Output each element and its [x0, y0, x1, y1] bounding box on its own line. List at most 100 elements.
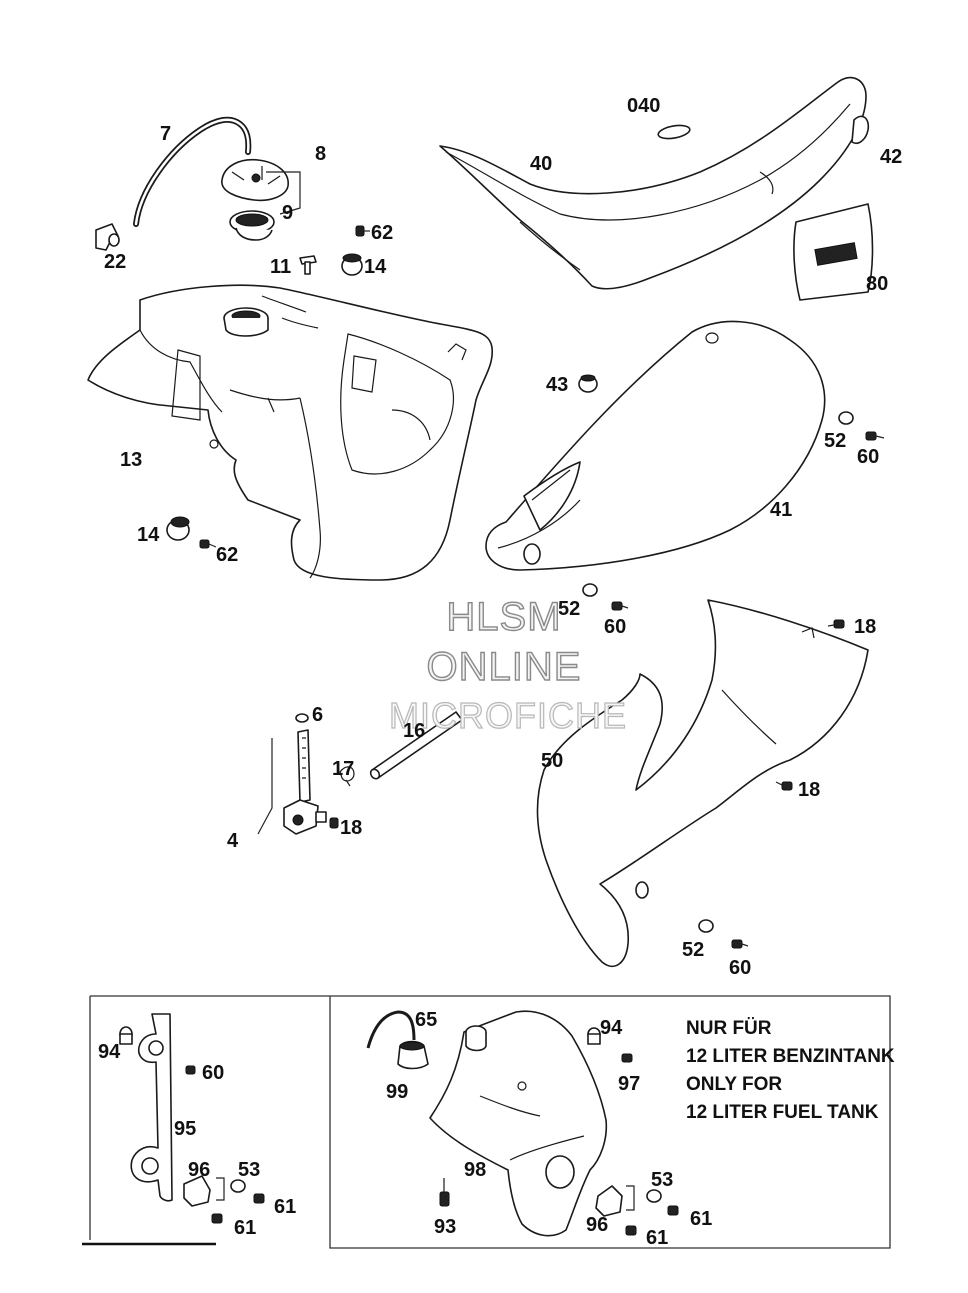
watermark: HLSM ONLINE MICROFICHE [388, 594, 627, 736]
callout-17: 17 [332, 758, 354, 780]
fuel-cap-99[interactable] [397, 1040, 429, 1070]
callout-52-bottom: 52 [682, 939, 704, 961]
callout-62-top: 62 [371, 222, 393, 244]
rubber-bushing-14-left[interactable] [166, 516, 190, 541]
screw-60-mid[interactable] [611, 601, 629, 611]
decal-80[interactable] [793, 203, 874, 301]
seat-40[interactable] [439, 76, 870, 290]
watermark-line2: ONLINE [427, 645, 582, 689]
callout-7: 7 [160, 123, 171, 145]
screw-61-left-b[interactable] [211, 1213, 223, 1224]
watermark-line1: HLSM [446, 595, 561, 639]
callout-60-inset: 60 [202, 1062, 224, 1084]
hose-clip-17[interactable] [339, 766, 355, 787]
screw-62-top[interactable] [355, 225, 370, 237]
screw-18-left[interactable] [329, 817, 339, 829]
callout-40: 40 [530, 153, 552, 175]
callout-18-left: 18 [340, 817, 362, 839]
screw-97[interactable] [621, 1053, 633, 1063]
leader-96-left [216, 1177, 225, 1201]
callout-61-left-b: 61 [234, 1217, 256, 1239]
callout-52-mid: 52 [558, 598, 580, 620]
callout-50: 50 [541, 750, 563, 772]
watermark-line3: MICROFICHE [389, 695, 627, 736]
callout-94-left: 94 [98, 1041, 121, 1063]
callout-96-right: 96 [586, 1214, 608, 1236]
leader-4 [257, 738, 273, 835]
callout-42: 42 [880, 146, 902, 168]
callout-98: 98 [464, 1159, 486, 1181]
callout-97: 97 [618, 1073, 640, 1095]
callout-labels: 040 40 42 80 7 8 9 22 62 11 14 13 14 62 … [98, 95, 902, 1249]
screw-62-left[interactable] [199, 539, 217, 549]
note-line1: NUR FÜR [686, 1018, 772, 1039]
screw-18-right-mid[interactable] [775, 781, 793, 791]
fuel-hose-16[interactable] [369, 711, 463, 780]
screw-61-left-a[interactable] [253, 1193, 265, 1204]
screw-60-bottom[interactable] [731, 939, 749, 949]
small-tank-98[interactable] [429, 1010, 608, 1237]
callout-18-right-top: 18 [854, 616, 876, 638]
callout-16: 16 [403, 720, 425, 742]
leader-8-9 [266, 171, 301, 215]
inset-frame-right [90, 995, 891, 1249]
callout-9: 9 [282, 202, 293, 224]
screw-18-right-top[interactable] [827, 619, 845, 629]
washer-53-left[interactable] [230, 1179, 246, 1193]
callout-99: 99 [386, 1081, 408, 1103]
callout-95: 95 [174, 1118, 196, 1140]
leader-96-right [626, 1185, 635, 1211]
note-12-liter: NUR FÜR 12 LITER BENZINTANK ONLY FOR 12 … [686, 1018, 895, 1123]
fuel-cap-8[interactable] [221, 158, 289, 202]
elbow-fitting-22[interactable] [95, 223, 120, 251]
washer-52-mid[interactable] [582, 583, 598, 597]
bracket-95[interactable] [130, 1013, 173, 1202]
screw-60-inset[interactable] [185, 1065, 196, 1075]
callout-14-top: 14 [364, 256, 387, 278]
fuel-tap-4[interactable] [283, 729, 327, 835]
breather-hose-7[interactable] [133, 116, 252, 227]
hose-65[interactable] [366, 1010, 416, 1049]
callout-22: 22 [104, 251, 126, 273]
clamp-96-left[interactable] [183, 1175, 211, 1207]
callout-8: 8 [315, 143, 326, 165]
callout-53-left: 53 [238, 1159, 260, 1181]
screw-93[interactable] [439, 1178, 450, 1207]
washer-52-bottom[interactable] [698, 919, 714, 933]
clamp-96-right[interactable] [595, 1185, 623, 1217]
spoiler-50[interactable] [536, 599, 869, 968]
callout-14-left: 14 [137, 524, 160, 546]
callout-43: 43 [546, 374, 568, 396]
callout-11: 11 [270, 256, 291, 278]
side-cover-41[interactable] [485, 320, 826, 571]
screw-60-top[interactable] [865, 431, 885, 441]
callout-61-right-b: 61 [646, 1227, 668, 1249]
gasket-9[interactable] [229, 210, 275, 241]
rubber-bushing-14-top[interactable] [341, 253, 363, 276]
callout-18-right-mid: 18 [798, 779, 820, 801]
washer-53-right[interactable] [646, 1189, 662, 1203]
callout-60-bottom: 60 [729, 957, 751, 979]
rubber-grommet-43[interactable] [578, 374, 598, 393]
fuel-tank-13[interactable] [87, 284, 493, 581]
spacer-94-left[interactable] [119, 1026, 133, 1045]
callout-52-top: 52 [824, 430, 846, 452]
callout-61-right-a: 61 [690, 1208, 712, 1230]
screw-61-right-b[interactable] [625, 1225, 637, 1236]
callout-61-left-a: 61 [274, 1196, 296, 1218]
callout-80: 80 [866, 273, 888, 295]
o-ring-6[interactable] [295, 713, 309, 723]
note-line3: ONLY FOR [686, 1074, 782, 1095]
callout-4: 4 [227, 830, 239, 852]
callout-41: 41 [770, 499, 792, 521]
screw-11[interactable] [299, 255, 317, 275]
spacer-94-right[interactable] [587, 1027, 601, 1045]
callout-53-right: 53 [651, 1169, 673, 1191]
washer-52-top[interactable] [838, 411, 854, 425]
screw-61-right-a[interactable] [667, 1205, 679, 1216]
callout-13: 13 [120, 449, 142, 471]
callout-60-top: 60 [857, 446, 879, 468]
note-line2: 12 LITER BENZINTANK [686, 1046, 895, 1067]
callout-60-mid: 60 [604, 616, 626, 638]
